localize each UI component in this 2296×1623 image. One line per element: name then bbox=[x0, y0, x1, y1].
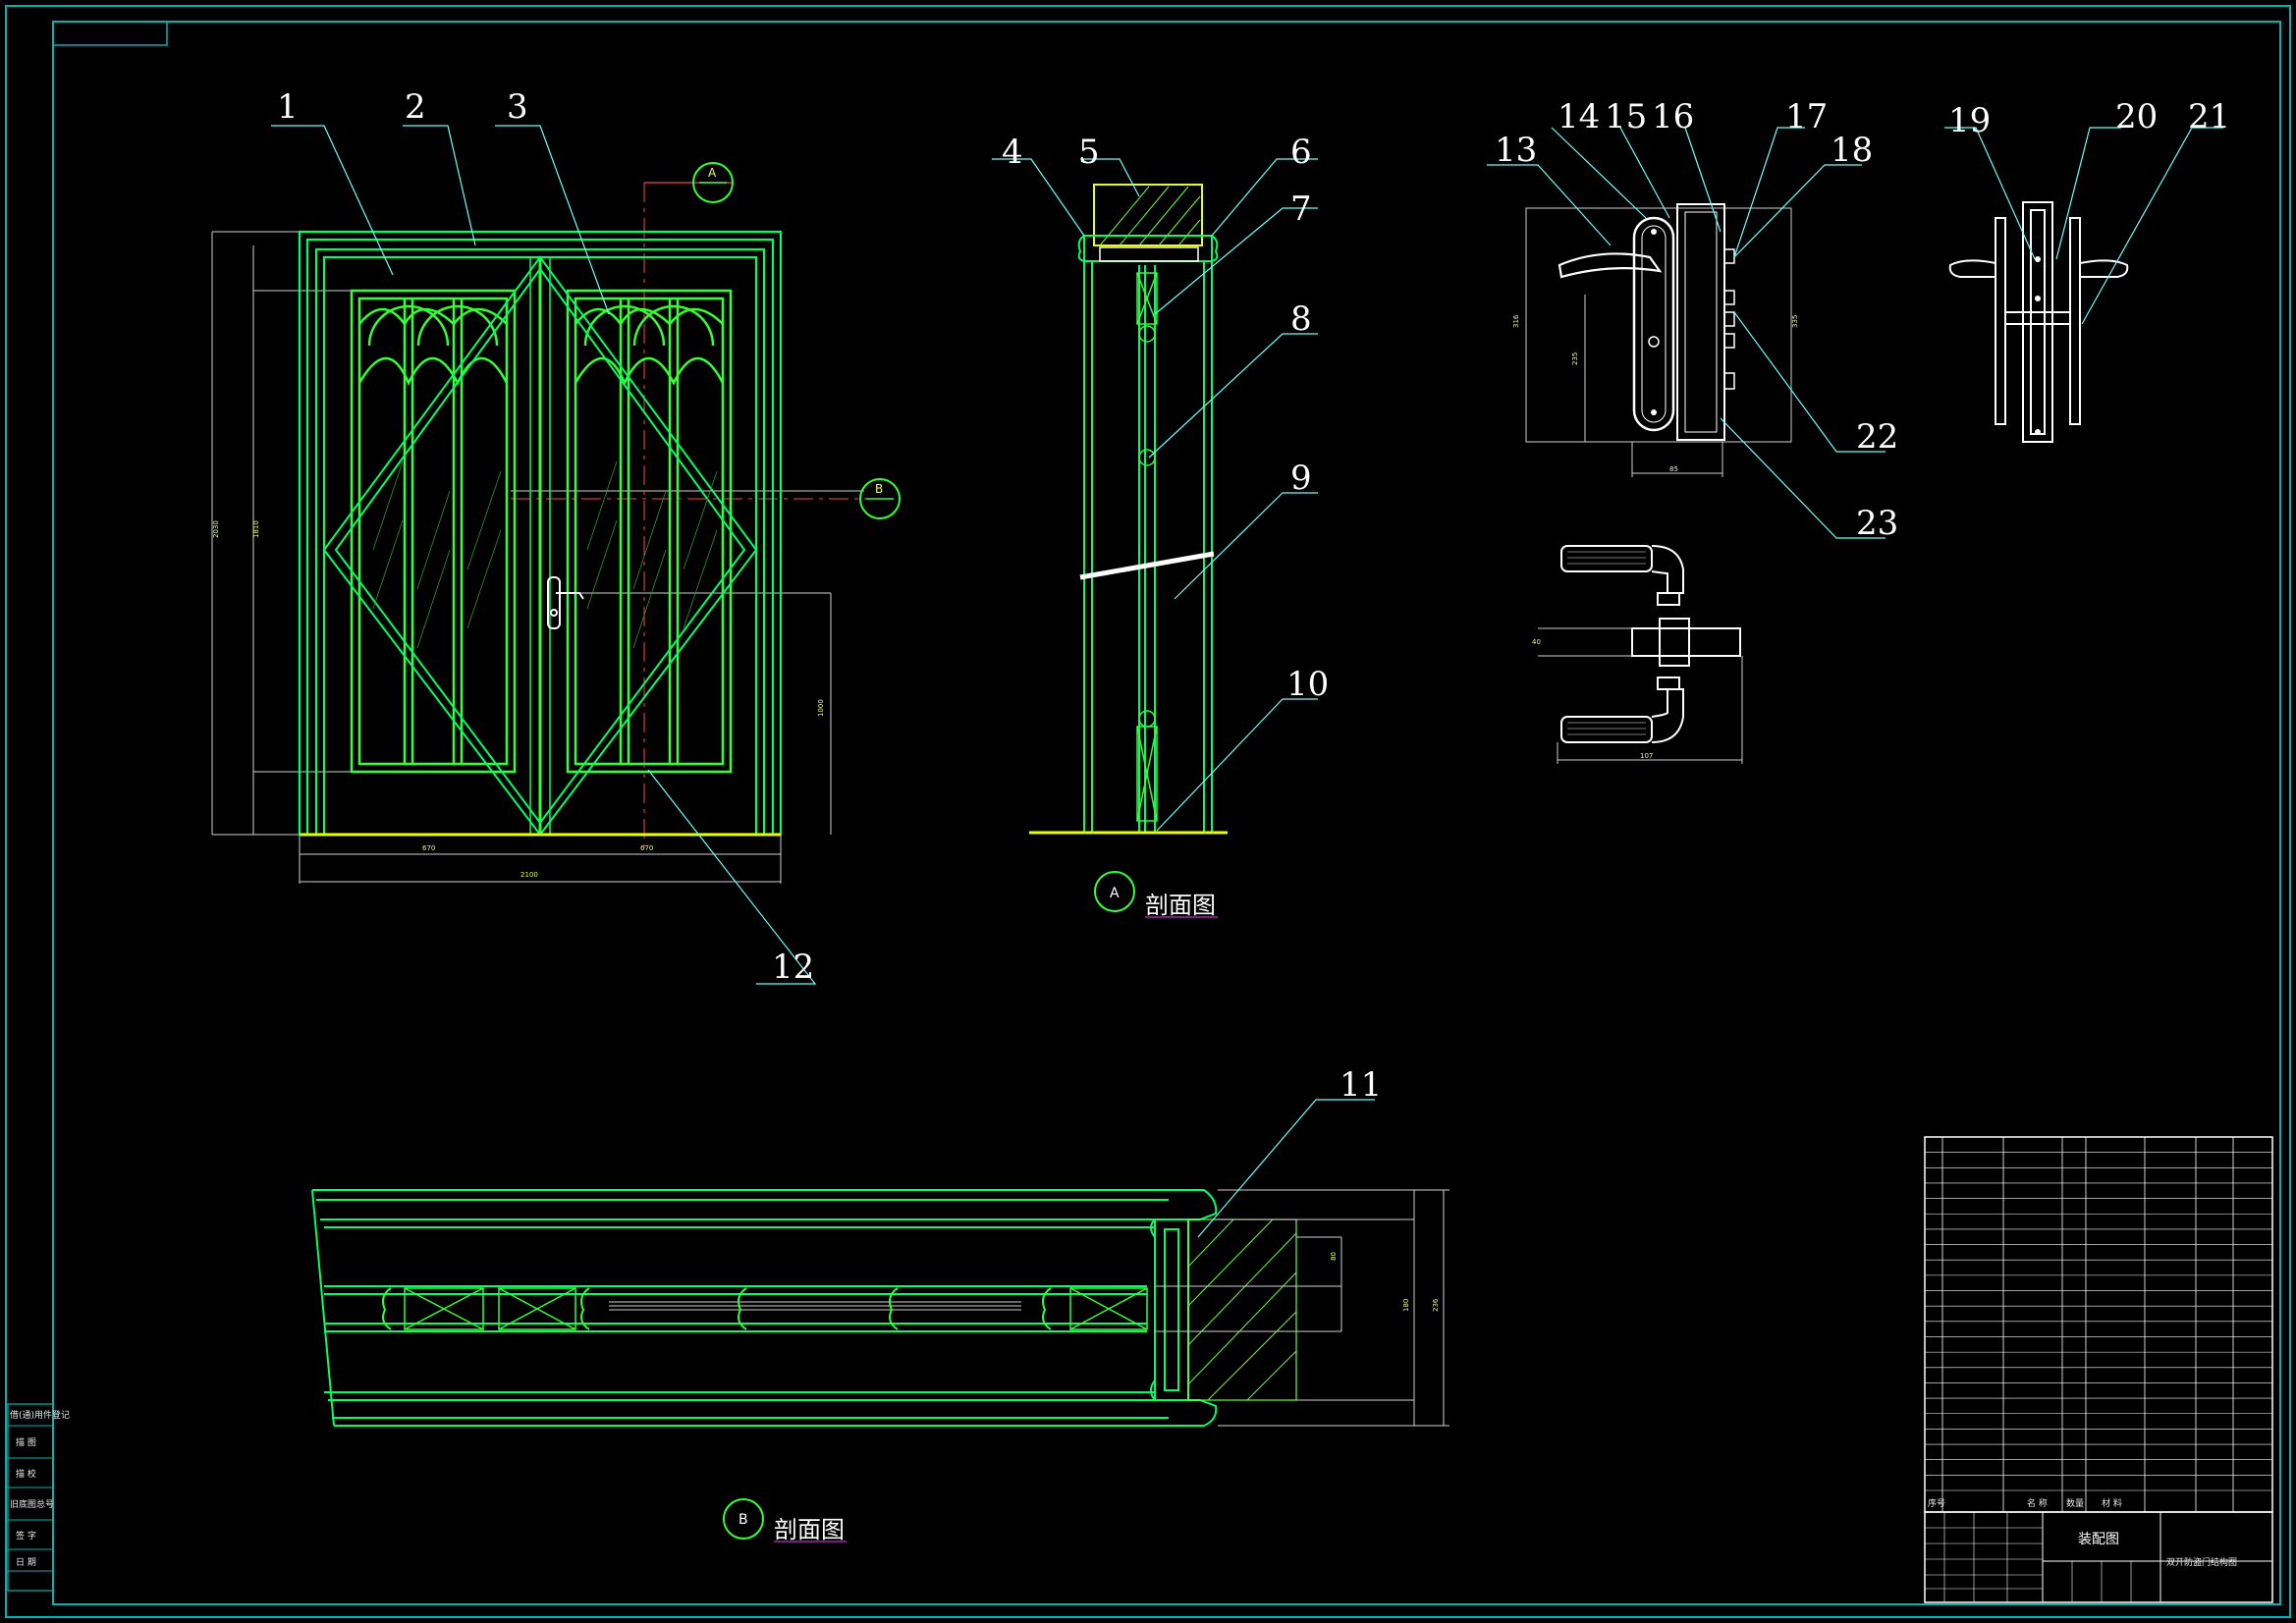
callout-19: 19 bbox=[1948, 101, 1991, 140]
section-b-mark: B bbox=[738, 1512, 748, 1528]
svg-text:1000: 1000 bbox=[817, 699, 825, 717]
callout-13: 13 bbox=[1495, 131, 1537, 170]
svg-text:235: 235 bbox=[1571, 352, 1579, 365]
parts-list: 序号 名 称 数量 材 料 bbox=[1924, 1136, 2273, 1513]
svg-text:40: 40 bbox=[1532, 638, 1541, 646]
handle-side-view bbox=[1944, 127, 2223, 443]
header-material: 材 料 bbox=[2102, 1497, 2122, 1509]
header-no: 序号 bbox=[1928, 1497, 1945, 1509]
svg-text:B: B bbox=[875, 482, 883, 496]
header-name: 名 称 bbox=[2027, 1497, 2048, 1509]
section-b-view: 180 236 80 B 剖面图 bbox=[311, 1189, 1449, 1543]
callout-21: 21 bbox=[2188, 97, 2230, 136]
callout-17: 17 bbox=[1785, 97, 1828, 136]
callout-3: 3 bbox=[507, 87, 528, 127]
svg-text:A: A bbox=[708, 166, 717, 180]
section-b-title-marker bbox=[723, 1498, 764, 1540]
door-handle bbox=[547, 576, 584, 629]
callout-16: 16 bbox=[1652, 97, 1694, 136]
lock-body-view: 316 235 335 85 bbox=[1487, 127, 1886, 539]
section-a-title-marker bbox=[1094, 871, 1135, 912]
side-stamp-column: 借(通)用件登记 描 图 描 校 旧底图总号 签 字 日 期 bbox=[7, 1403, 70, 1592]
section-b-marker bbox=[859, 478, 901, 519]
front-elevation-view: 2030 1810 2100 670 670 1000 A B bbox=[211, 162, 901, 884]
svg-text:335: 335 bbox=[1791, 315, 1799, 328]
callout-10: 10 bbox=[1286, 665, 1329, 704]
section-a-marker bbox=[692, 162, 734, 203]
header-qty: 数量 bbox=[2066, 1497, 2084, 1509]
side-label-3: 旧底图总号 bbox=[10, 1498, 54, 1510]
svg-text:85: 85 bbox=[1669, 465, 1678, 473]
callout-4: 4 bbox=[1002, 133, 1023, 172]
callout-2: 2 bbox=[405, 87, 426, 127]
right-glass-panel bbox=[566, 289, 733, 774]
svg-text:180: 180 bbox=[1402, 1299, 1410, 1312]
svg-text:670: 670 bbox=[422, 844, 435, 852]
inner-drawing-border bbox=[52, 21, 2281, 1605]
callout-8: 8 bbox=[1290, 299, 1312, 339]
callout-9: 9 bbox=[1290, 459, 1312, 498]
callout-15: 15 bbox=[1605, 97, 1647, 136]
section-a-label: 剖面图 bbox=[1145, 892, 1216, 919]
svg-text:316: 316 bbox=[1512, 314, 1520, 328]
left-glass-panel bbox=[350, 289, 517, 774]
leader-lines bbox=[271, 125, 1375, 1238]
glass-hatch bbox=[372, 460, 718, 649]
title-block: 装配图 双开防盗门结构图 bbox=[1924, 1511, 2273, 1603]
elevation-dimensions bbox=[211, 231, 864, 884]
elevation-dim-text: 2030 1810 2100 670 670 1000 bbox=[212, 520, 825, 879]
side-label-1: 描 图 bbox=[16, 1436, 36, 1448]
svg-text:670: 670 bbox=[640, 844, 653, 852]
handle-top-view: 107 40 bbox=[1532, 545, 1743, 764]
svg-text:80: 80 bbox=[1330, 1252, 1338, 1261]
outer-sheet-border bbox=[5, 5, 2291, 1618]
svg-text:107: 107 bbox=[1640, 752, 1653, 760]
callout-5: 5 bbox=[1078, 133, 1100, 172]
side-label-0: 借(通)用件登记 bbox=[10, 1409, 70, 1421]
callout-20: 20 bbox=[2115, 97, 2158, 136]
corner-code-box bbox=[52, 21, 168, 46]
section-a-mark: A bbox=[1110, 886, 1120, 901]
callout-11: 11 bbox=[1339, 1065, 1382, 1105]
callout-1: 1 bbox=[277, 87, 299, 127]
callout-14: 14 bbox=[1558, 97, 1600, 136]
callout-18: 18 bbox=[1831, 131, 1873, 170]
callout-23: 23 bbox=[1856, 504, 1898, 543]
callout-numbers: 1 2 3 4 5 6 7 8 9 10 11 12 13 14 15 16 1… bbox=[277, 87, 2230, 1105]
callout-6: 6 bbox=[1290, 133, 1312, 172]
side-label-4: 签 字 bbox=[16, 1530, 36, 1542]
section-a-view: A 剖面图 bbox=[1029, 184, 1228, 919]
svg-text:236: 236 bbox=[1432, 1298, 1440, 1312]
svg-text:2100: 2100 bbox=[520, 871, 538, 879]
drawing-name: 装配图 bbox=[2078, 1532, 2119, 1547]
callout-22: 22 bbox=[1856, 417, 1898, 457]
svg-text:2030: 2030 bbox=[212, 520, 220, 538]
svg-text:1810: 1810 bbox=[252, 520, 260, 538]
callout-12: 12 bbox=[772, 947, 814, 987]
side-label-2: 描 校 bbox=[16, 1468, 36, 1480]
side-label-5: 日 期 bbox=[16, 1557, 36, 1568]
drawing-title: 双开防盗门结构图 bbox=[2166, 1556, 2237, 1568]
callout-7: 7 bbox=[1290, 189, 1312, 229]
section-b-label: 剖面图 bbox=[774, 1516, 845, 1543]
